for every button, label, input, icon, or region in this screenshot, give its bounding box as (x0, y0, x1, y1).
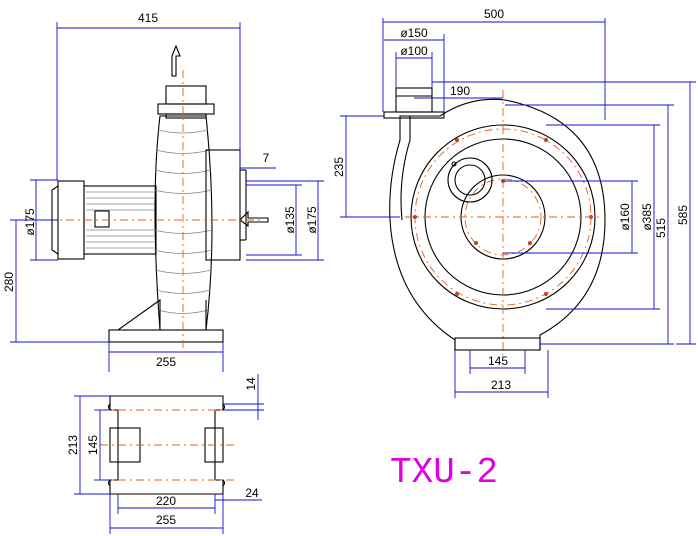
dim-outlet-height: 235 (332, 157, 346, 177)
model-label: TXU-2 (390, 452, 498, 493)
dim-outlet-offset-190: 190 (450, 84, 470, 98)
dim-motor-diameter: ø175 (23, 208, 37, 236)
side-view: 415 ø175 280 255 7 ø135 ø175 (2, 11, 324, 372)
dim-center-height: 515 (654, 218, 668, 238)
volute-casing (389, 98, 606, 351)
dim-outlet-offset: 7 (263, 151, 270, 165)
dim-outlet-flange-diameter: ø150 (400, 26, 428, 40)
dim-hole-size: 14 (244, 377, 258, 391)
outlet-arrow-icon (171, 44, 181, 77)
dim-front-base-width: 213 (491, 378, 511, 392)
front-view: 500 ø150 ø100 190 235 ø160 ø385 515 585 … (332, 7, 696, 398)
dim-outlet-diameter: ø100 (400, 44, 428, 58)
dim-depth-outer: 213 (66, 435, 80, 455)
dim-hole-spacing: 220 (156, 494, 176, 508)
dim-depth-inner: 145 (86, 435, 100, 455)
dim-shaft-height: 280 (2, 272, 16, 292)
dim-base-length: 255 (156, 513, 176, 527)
dim-side-base-length: 255 (156, 355, 176, 369)
dim-inner-circle-diameter: ø160 (618, 203, 632, 231)
dim-outer-circle-diameter: ø385 (640, 203, 654, 231)
outlet-flange (383, 111, 445, 119)
inlet-arrow-icon (239, 210, 269, 228)
side-base (117, 298, 207, 331)
dim-slot-width: 24 (245, 486, 259, 500)
dim-overall-height: 585 (676, 205, 690, 225)
dim-front-overall-width: 500 (484, 7, 504, 21)
dim-inlet-flange-diameter: ø175 (305, 206, 319, 234)
dim-side-overall-width: 415 (138, 11, 158, 25)
motor-hub-circle (447, 157, 493, 203)
dim-inlet-diameter: ø135 (283, 206, 297, 234)
terminal-box (94, 210, 110, 228)
dim-base-hole-spacing: 145 (488, 354, 508, 368)
base-view: 14 213 145 220 24 255 (66, 374, 264, 534)
fan-housing (154, 115, 213, 331)
